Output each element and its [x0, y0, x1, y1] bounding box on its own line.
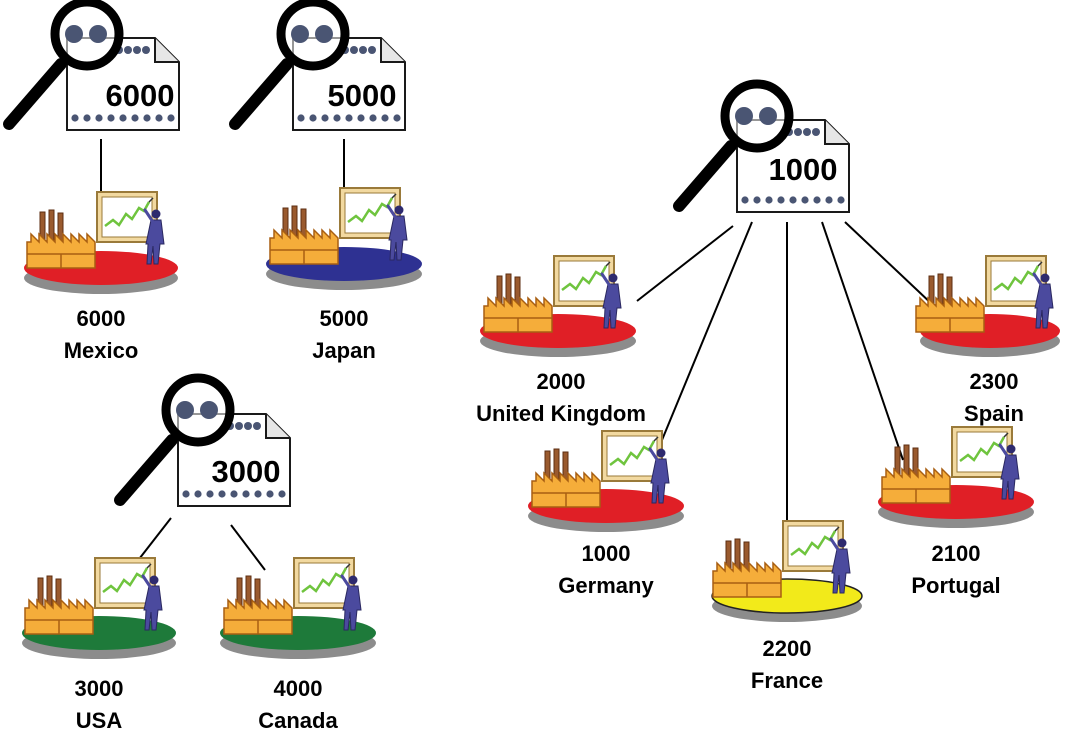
connector-line	[844, 221, 935, 307]
plant-code: 6000	[77, 306, 126, 331]
plant-name: France	[751, 668, 823, 693]
plant-france[interactable]: 2200 France	[711, 519, 863, 693]
plant-germany[interactable]: 1000 Germany	[528, 429, 684, 598]
plant-mexico[interactable]: 6000 Mexico	[24, 190, 178, 363]
connector-line	[821, 221, 904, 461]
plant-name: United Kingdom	[476, 401, 646, 426]
company-group-5000: 5000 5000 Japan	[235, 2, 422, 363]
plant-code: 4000	[274, 676, 323, 701]
plant-code: 1000	[582, 541, 631, 566]
plant-code: 2000	[537, 369, 586, 394]
plant-code: 2200	[763, 636, 812, 661]
company-code: 3000	[212, 454, 281, 489]
company-code: 1000	[769, 152, 838, 187]
plant-canada[interactable]: 4000 Canada	[220, 556, 376, 733]
plant-portugal[interactable]: 2100 Portugal	[878, 425, 1034, 598]
connector-line	[636, 225, 734, 302]
connector-line	[230, 524, 266, 571]
plant-name: Portugal	[911, 573, 1000, 598]
company-group-6000: 6000 6000 Mexico	[9, 2, 179, 363]
company-group-3000: 3000 3000 USA 4000 Canada	[22, 378, 376, 733]
connector-line	[135, 517, 172, 564]
plant-name: Germany	[558, 573, 654, 598]
plant-name: Japan	[312, 338, 376, 363]
plant-code: 2100	[932, 541, 981, 566]
plant-spain[interactable]: 2300 Spain	[914, 254, 1060, 426]
plant-name: USA	[76, 708, 123, 733]
company-code: 6000	[106, 78, 175, 113]
connector-line	[661, 221, 753, 441]
plant-name: Canada	[258, 708, 338, 733]
plant-code: 2300	[970, 369, 1019, 394]
magnifier-document-icon[interactable]	[679, 84, 849, 212]
company-code: 5000	[328, 78, 397, 113]
plant-usa[interactable]: 3000 USA	[22, 556, 176, 733]
plant-name: Mexico	[64, 338, 139, 363]
plant-name: Spain	[964, 401, 1024, 426]
plant-code: 5000	[320, 306, 369, 331]
plant-united-kingdom[interactable]: 2000 United Kingdom	[476, 254, 646, 426]
company-group-1000: 1000 2000 United Kingdom 1000 Germany 22…	[476, 84, 1060, 693]
plant-code: 3000	[75, 676, 124, 701]
plant-japan[interactable]: 5000 Japan	[266, 186, 422, 363]
